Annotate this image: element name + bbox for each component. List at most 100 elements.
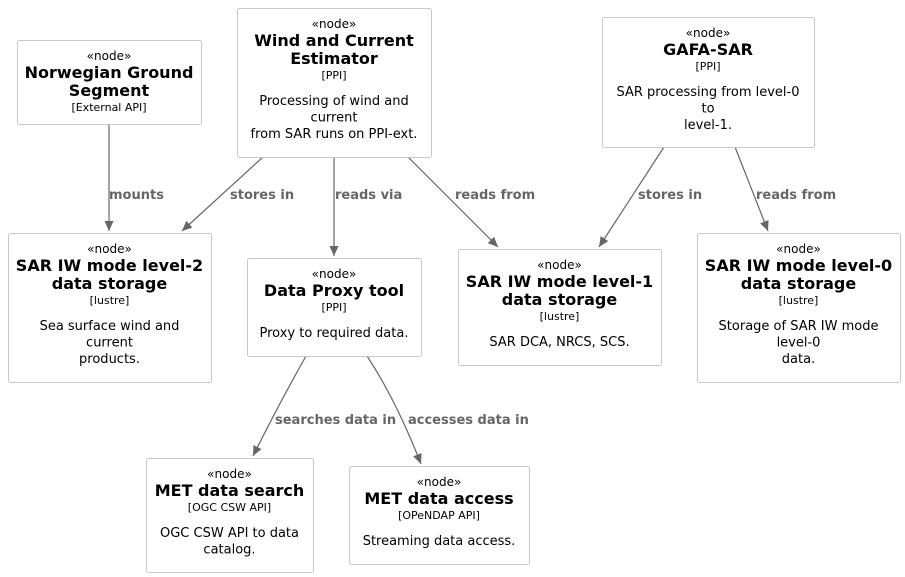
node-technology: [PPI]	[695, 60, 720, 73]
node-description: OGC CSW API to data	[160, 526, 299, 541]
node-title: MET data access	[364, 489, 513, 508]
arrowhead	[487, 236, 498, 247]
node-search: «node»MET data search[OGC CSW API] OGC CS…	[146, 458, 314, 573]
arrowhead	[599, 236, 609, 247]
node-technology: [PPI]	[321, 301, 346, 314]
node-title: SAR IW mode level-2	[16, 256, 203, 275]
edge-line	[598, 146, 665, 248]
node-technology: [lustre]	[90, 294, 130, 307]
node-stereotype: «node»	[312, 267, 357, 281]
node-description: Storage of SAR IW mode	[719, 319, 879, 334]
edge-label: accesses data in	[408, 413, 529, 428]
node-title: Norwegian Ground	[25, 63, 194, 82]
node-box	[146, 458, 314, 573]
node-description: current	[86, 336, 133, 351]
node-title: data storage	[502, 290, 618, 309]
node-description: to	[701, 102, 714, 117]
edge-wce-to-l1: reads from	[407, 156, 535, 248]
node-description: Streaming data access.	[363, 534, 516, 549]
node-description: products.	[79, 352, 140, 367]
edge-label: stores in	[230, 188, 294, 203]
node-box	[237, 8, 432, 158]
node-technology: [lustre]	[779, 294, 819, 307]
node-title: Data Proxy tool	[264, 281, 404, 300]
node-box	[697, 233, 901, 383]
node-description: Processing of wind and	[259, 94, 409, 109]
node-stereotype: «node»	[312, 17, 357, 31]
node-title: SAR IW mode level-0	[705, 256, 892, 275]
node-title: GAFA-SAR	[663, 40, 753, 59]
node-stereotype: «node»	[686, 26, 731, 40]
node-stereotype: «node»	[87, 49, 132, 63]
node-box	[8, 233, 212, 383]
edge-gafa-to-l1: stores in	[598, 146, 702, 248]
node-title: data storage	[52, 274, 168, 293]
node-stereotype: «node»	[417, 475, 462, 489]
arrowhead	[182, 220, 193, 231]
node-technology: [OGC CSW API]	[188, 501, 271, 514]
node-box	[602, 17, 815, 148]
node-technology: [OPeNDAP API]	[398, 509, 480, 522]
node-access: «node»MET data access[OPeNDAP API] Stream…	[349, 466, 530, 565]
arrowhead	[253, 445, 262, 456]
node-stereotype: «node»	[776, 242, 821, 256]
edge-gafa-to-l0: reads from	[734, 146, 836, 232]
edge-proxy-to-access: accesses data in	[366, 355, 529, 465]
edge-label: stores in	[638, 188, 702, 203]
edge-line	[407, 156, 499, 248]
node-description: Proxy to required data.	[260, 326, 409, 341]
node-technology: [External API]	[71, 101, 146, 114]
edge-label: reads from	[455, 188, 535, 203]
node-gafa: «node»GAFA-SAR[PPI] SAR processing from l…	[602, 17, 815, 148]
node-description: data.	[782, 352, 815, 367]
edge-wce-to-l2: stores in	[181, 156, 294, 232]
node-description: SAR processing from level-0	[616, 85, 799, 100]
node-title: SAR IW mode level-1	[466, 272, 653, 291]
node-technology: [lustre]	[540, 310, 580, 323]
node-stereotype: «node»	[207, 467, 252, 481]
node-description: current	[311, 111, 358, 126]
node-technology: [PPI]	[321, 69, 346, 82]
node-description: level-1.	[684, 118, 732, 133]
node-description: SAR DCA, NRCS, SCS.	[489, 335, 629, 350]
node-title: MET data search	[155, 481, 305, 500]
node-proxy: «node»Data Proxy tool[PPI] Proxy to requi…	[247, 258, 422, 357]
edge-label: searches data in	[275, 413, 396, 428]
node-title: Segment	[69, 81, 150, 100]
node-stereotype: «node»	[87, 242, 132, 256]
arrowhead	[104, 221, 114, 231]
node-description: Sea surface wind and	[40, 319, 180, 334]
node-box	[349, 466, 530, 565]
node-description: level-0	[777, 336, 821, 351]
arrowhead	[329, 246, 339, 256]
edge-label: reads via	[335, 188, 402, 203]
node-title: Estimator	[290, 49, 378, 68]
edge-line	[366, 355, 422, 465]
node-description: catalog.	[203, 543, 255, 558]
edge-label: mounts	[109, 188, 164, 203]
node-title: data storage	[741, 274, 857, 293]
edge-label: reads from	[756, 188, 836, 203]
edge-proxy-to-search: searches data in	[252, 355, 396, 457]
node-box	[17, 40, 202, 125]
edge-line	[181, 156, 264, 232]
edge-wce-to-proxy: reads via	[329, 157, 402, 256]
edge-line	[734, 146, 769, 232]
edge-line	[252, 355, 307, 457]
node-title: Wind and Current	[254, 31, 414, 50]
arrowhead	[760, 220, 769, 231]
edge-ngs-to-l2: mounts	[104, 124, 164, 231]
node-box	[247, 258, 422, 357]
node-description: from SAR runs on PPI-ext.	[251, 127, 418, 142]
edges-layer: mounts stores in reads via reads from stores…	[104, 124, 836, 465]
node-box	[458, 249, 662, 366]
arrowhead	[413, 453, 422, 464]
node-stereotype: «node»	[537, 258, 582, 272]
